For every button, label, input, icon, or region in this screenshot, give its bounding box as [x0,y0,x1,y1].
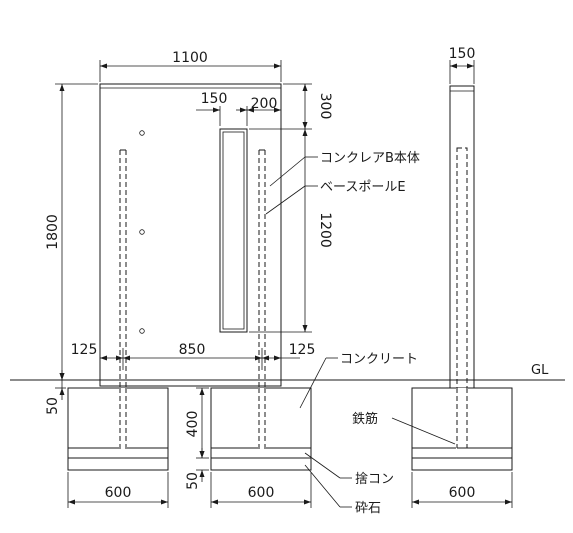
svg-text:砕石: 砕石 [355,501,381,516]
svg-text:捨コン: 捨コン [355,471,394,487]
svg-text:400: 400 [185,411,201,438]
dim-base-depth: 50 [45,370,66,415]
svg-text:200: 200 [251,96,278,112]
svg-text:GL: GL [531,363,549,378]
bolt-mark [139,130,145,136]
svg-text:150: 150 [449,46,476,62]
dim-total-height: 1800 [45,83,98,380]
svg-text:850: 850 [179,342,206,358]
label-gravel: 砕石 [304,464,381,516]
svg-text:1800: 1800 [45,214,61,250]
dim-concrete-depth: 400 [185,387,209,459]
dim-side-width: 150 [449,46,476,84]
dim-front-width: 1100 [99,50,282,82]
dim-footing-width-3: 600 [411,472,513,508]
svg-text:600: 600 [105,485,132,501]
label-ground: GL [531,363,549,378]
label-post: ベースポールE [265,180,406,215]
svg-text:50: 50 [45,397,61,415]
dim-footing-width-1: 600 [67,472,169,508]
front-frame [99,83,282,387]
footing-1 [67,387,169,471]
svg-text:ベースポールE: ベースポールE [320,180,406,195]
label-blinding: 捨コン [304,452,394,487]
dim-footing-width-2: 600 [210,472,312,508]
sign-panel [219,128,248,333]
svg-text:コンクリート: コンクリート [340,352,418,367]
svg-text:600: 600 [449,485,476,501]
dim-panel-offset: 150 200 [196,91,282,126]
dim-post-spacing: 125 850 125 [71,342,316,370]
svg-text:コンクレアB本体: コンクレアB本体 [320,151,420,166]
svg-text:1100: 1100 [172,50,208,66]
dim-top-gap: 300 [249,83,333,130]
svg-text:50: 50 [185,472,201,490]
svg-text:1200: 1200 [317,212,333,248]
dim-stone-depth: 50 [185,448,209,490]
svg-text:600: 600 [248,485,275,501]
svg-text:150: 150 [201,91,228,107]
svg-text:300: 300 [317,93,333,120]
label-concrete: コンクリート [299,352,418,409]
svg-text:125: 125 [289,342,316,358]
svg-text:125: 125 [71,342,98,358]
dim-panel-height: 1200 [249,129,333,333]
svg-text:鉄筋: 鉄筋 [352,411,378,427]
label-rebar: 鉄筋 [352,411,456,445]
label-product: コンクレアB本体 [269,151,420,187]
bolt-mark [139,229,145,235]
bolt-mark [139,328,145,334]
